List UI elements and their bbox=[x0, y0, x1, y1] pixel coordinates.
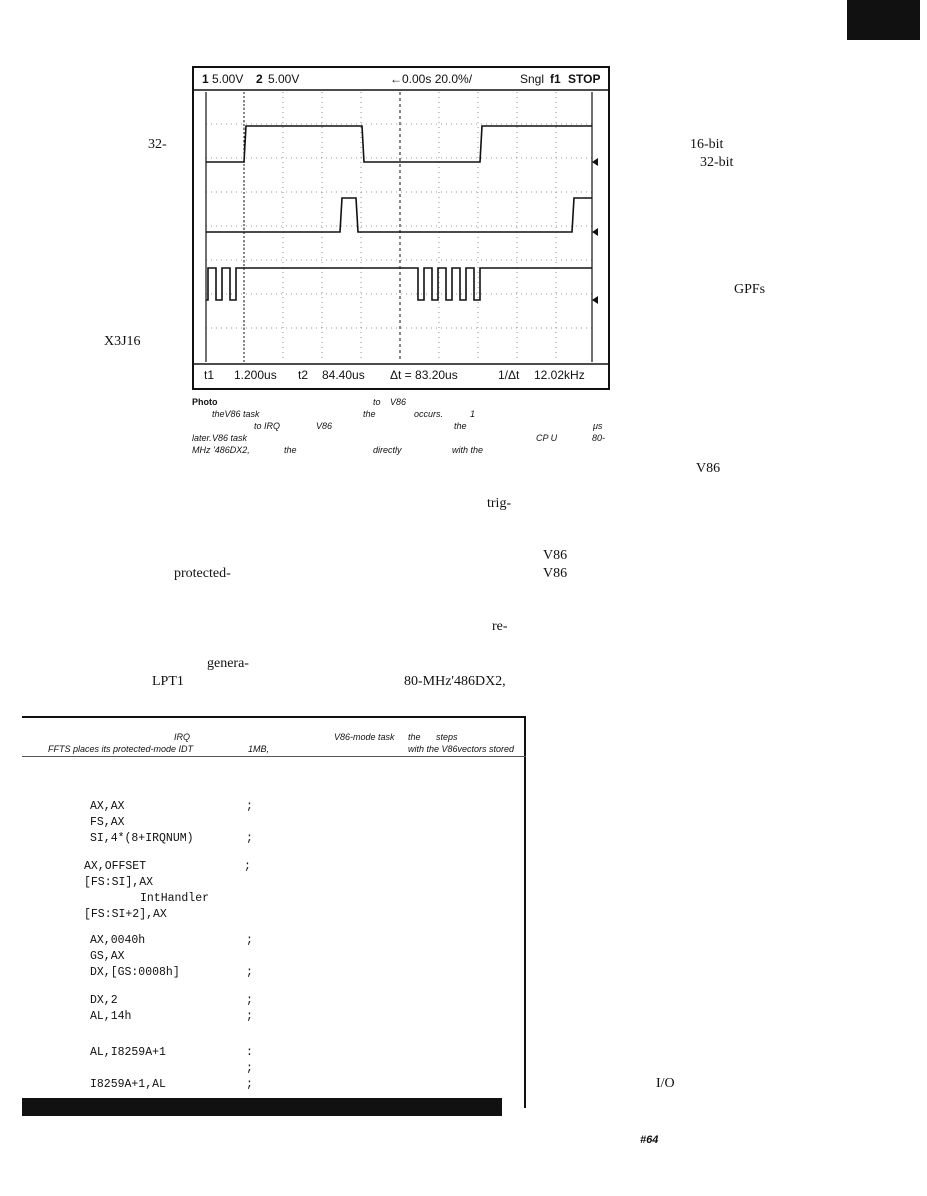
code-line: [FS:SI],AX bbox=[84, 876, 154, 889]
caption-frag: V86 task bbox=[212, 433, 248, 443]
comment-marker: ; bbox=[244, 860, 251, 873]
delta-t: Δt = 83.20us bbox=[390, 368, 458, 382]
code-line: AX,0040h bbox=[90, 934, 146, 947]
t1-value: 1.200us bbox=[234, 368, 277, 382]
corner-block bbox=[847, 0, 920, 40]
page-number: #64 bbox=[640, 1134, 659, 1146]
caption-frag: directly bbox=[373, 445, 402, 455]
listing-right-rule bbox=[524, 716, 526, 1108]
listing-heading-frag: steps bbox=[436, 732, 458, 742]
body-frag: re- bbox=[492, 619, 508, 634]
code-listing: IRQ V86-mode task the steps FFTS places … bbox=[22, 716, 526, 1118]
comment-marker: ; bbox=[246, 966, 253, 979]
caption-frag: V86 bbox=[316, 421, 333, 431]
body-frag: 32-bit bbox=[700, 155, 734, 170]
listing-top-rule bbox=[22, 716, 526, 718]
ch1-num: 1 bbox=[202, 72, 209, 86]
ch2-scale: 5.00V bbox=[268, 72, 300, 86]
body-frag: 80-MHz'486DX2, bbox=[404, 674, 506, 689]
scope-traces bbox=[194, 89, 608, 365]
run-state: STOP bbox=[568, 72, 601, 86]
listing-heading-frag: IRQ bbox=[174, 732, 191, 742]
comment-marker: ; bbox=[246, 934, 253, 947]
comment-marker: ; bbox=[246, 1078, 253, 1091]
body-frag: X3J16 bbox=[104, 334, 141, 349]
listing-heading-frag: 1MB, bbox=[248, 744, 270, 754]
code-line: SI,4*(8+IRQNUM) bbox=[90, 832, 194, 845]
body-frag: LPT1 bbox=[152, 674, 184, 689]
caption-frag: later. bbox=[192, 433, 212, 443]
body-frag: V86 bbox=[543, 566, 568, 581]
code-line: AL,I8259A+1 bbox=[90, 1046, 166, 1059]
comment-marker: ; bbox=[246, 1010, 253, 1023]
listing-heading-frag: with the V86vectors stored bbox=[408, 744, 515, 754]
caption-frag: the bbox=[454, 421, 467, 431]
code-line: FS,AX bbox=[90, 816, 125, 829]
body-frag: V86 bbox=[696, 461, 721, 476]
oscilloscope-capture: 1 5.00V 2 5.00V ←0.00s 20.0%/ Sngl f1 ST… bbox=[192, 66, 610, 390]
listing-footer-bar bbox=[22, 1098, 502, 1116]
caption-frag: occurs. bbox=[414, 409, 444, 419]
acq-mode: Sngl bbox=[520, 72, 545, 86]
body-frag: protected- bbox=[174, 566, 231, 581]
comment-marker: ; bbox=[246, 994, 253, 1007]
t2-label: t2 bbox=[298, 368, 309, 382]
comment-marker: ; bbox=[246, 1062, 253, 1075]
caption-frag: the bbox=[284, 445, 297, 455]
code-line: AX,AX bbox=[90, 800, 125, 813]
ch2-num: 2 bbox=[256, 72, 263, 86]
comment-marker: ; bbox=[246, 800, 253, 813]
caption-frag: theV86 task bbox=[212, 409, 260, 419]
body-frag: genera- bbox=[207, 656, 249, 671]
code-line: IntHandler bbox=[140, 892, 210, 905]
caption-frag: MHz bbox=[192, 445, 211, 455]
body-frag: GPFs bbox=[734, 282, 766, 297]
listing-heading-frag: V86-mode task bbox=[334, 732, 395, 742]
t2-value: 84.40us bbox=[322, 368, 365, 382]
caption-label: Photo bbox=[192, 397, 218, 407]
caption-frag: to bbox=[373, 397, 381, 407]
timebase-value: 0.00s 20.0%/ bbox=[402, 72, 473, 86]
trigger-label: f1 bbox=[550, 72, 561, 86]
code-line: AX,OFFSET bbox=[84, 860, 147, 873]
caption-frag: μs bbox=[593, 421, 603, 431]
caption-frag: with the bbox=[452, 445, 484, 455]
code-line: I8259A+1,AL bbox=[90, 1078, 166, 1091]
caption-frag: V86 bbox=[390, 397, 407, 407]
timebase: ←0.00s 20.0%/ bbox=[390, 72, 473, 86]
body-frag: trig- bbox=[487, 496, 512, 511]
caption-frag: CP U bbox=[536, 433, 558, 443]
code-line: [FS:SI+2],AX bbox=[84, 908, 167, 921]
code-line: DX,[GS:0008h] bbox=[90, 966, 180, 979]
caption-frag: '486DX2, bbox=[213, 445, 250, 455]
comment-marker: ; bbox=[246, 832, 253, 845]
body-frag: 32- bbox=[148, 137, 167, 152]
caption-frag: 1 bbox=[470, 409, 476, 419]
comment-marker: : bbox=[246, 1046, 253, 1059]
code-line: AL,14h bbox=[90, 1010, 132, 1023]
caption-frag: to IRQ bbox=[254, 421, 281, 431]
listing-heading-frag: the bbox=[408, 732, 421, 742]
code-line: DX,2 bbox=[90, 994, 118, 1007]
listing-heading-frag: FFTS places its protected-mode IDT bbox=[48, 744, 194, 754]
caption-frag: 80- bbox=[592, 433, 606, 443]
ch1-scale: 5.00V bbox=[212, 72, 244, 86]
body-frag: 16-bit bbox=[690, 137, 724, 152]
body-frag: I/O bbox=[656, 1076, 675, 1091]
inv-delta-label: 1/Δt bbox=[498, 368, 520, 382]
inv-delta-value: 12.02kHz bbox=[534, 368, 585, 382]
caption-frag: the bbox=[363, 409, 376, 419]
body-frag: V86 bbox=[543, 548, 568, 563]
code-line: GS,AX bbox=[90, 950, 125, 963]
t1-label: t1 bbox=[204, 368, 215, 382]
listing-header-rule bbox=[22, 756, 526, 757]
